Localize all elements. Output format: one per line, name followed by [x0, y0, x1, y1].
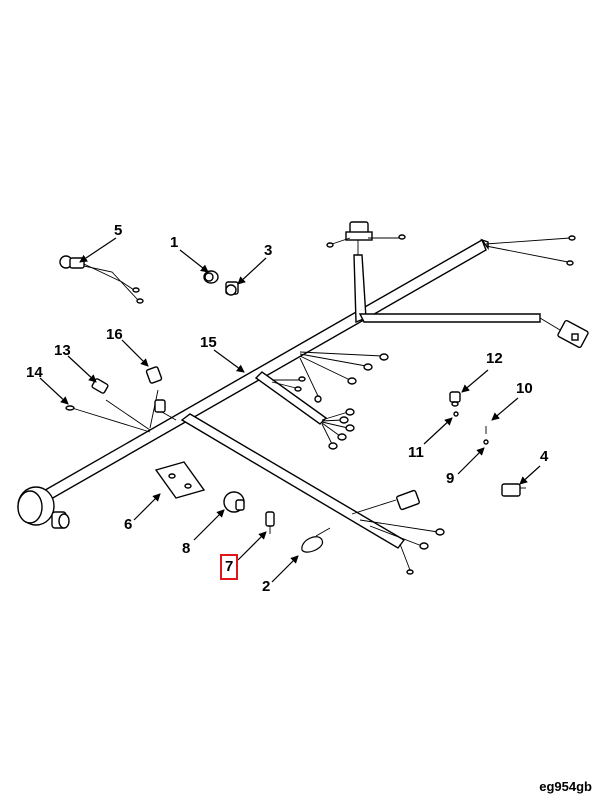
callout-11[interactable]: 11 — [408, 444, 424, 461]
part-3-fitting — [225, 281, 239, 296]
part-4-relay — [501, 483, 526, 497]
figure-id: eg954gb — [539, 779, 592, 794]
part-7-sensor — [265, 511, 275, 534]
callout-13[interactable]: 13 — [54, 342, 71, 359]
callout-8[interactable]: 8 — [182, 540, 191, 557]
mid-branch-end-fan — [321, 408, 355, 450]
callout-7-highlighted[interactable]: 7 — [220, 554, 239, 580]
callout-6[interactable]: 6 — [124, 516, 133, 533]
part-8-switch — [223, 491, 245, 513]
lower-branch-breakout — [351, 489, 445, 575]
part-2-cable-tie — [301, 527, 331, 553]
callout-2[interactable]: 2 — [262, 578, 271, 595]
right-connector — [539, 317, 589, 349]
left-breakouts — [65, 366, 177, 433]
part-1-grommet — [203, 270, 219, 284]
part-11-pin — [453, 411, 459, 417]
callout-9[interactable]: 9 — [446, 470, 455, 487]
sensor-breakout-fan — [271, 351, 389, 403]
part-12-connector — [449, 391, 461, 407]
coil-component — [17, 486, 70, 529]
callout-4[interactable]: 4 — [540, 448, 549, 465]
part-9-pin — [483, 439, 489, 445]
upper-right-breakout — [485, 235, 576, 266]
callout-1[interactable]: 1 — [170, 234, 179, 251]
callout-10[interactable]: 10 — [516, 380, 533, 397]
main-harness-trunk — [39, 238, 541, 549]
callout-14[interactable]: 14 — [26, 364, 43, 381]
part-6-mounting-plate — [154, 461, 206, 499]
callout-15[interactable]: 15 — [200, 334, 217, 351]
callout-5[interactable]: 5 — [114, 222, 123, 239]
callout-12[interactable]: 12 — [486, 350, 503, 367]
top-connector — [326, 221, 406, 255]
leader-arrows — [39, 237, 541, 583]
part-5-sensor — [59, 255, 144, 304]
callout-3[interactable]: 3 — [264, 242, 273, 259]
callout-16[interactable]: 16 — [106, 326, 123, 343]
